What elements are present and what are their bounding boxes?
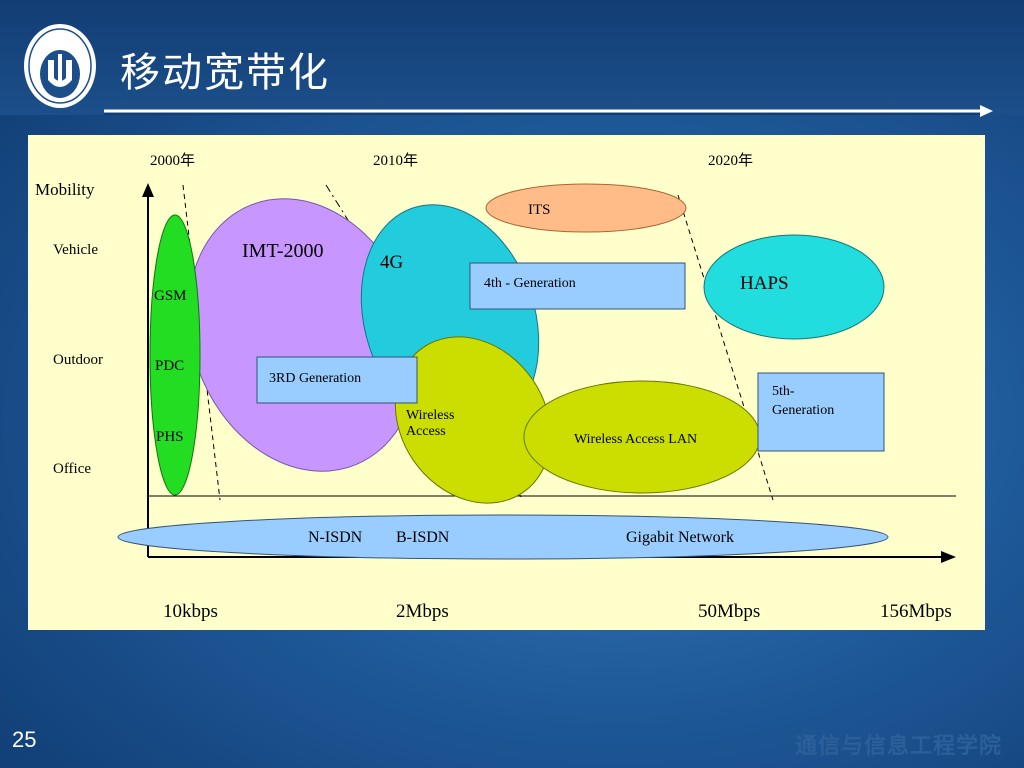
slide-title: 移动宽带化: [120, 50, 330, 96]
label-gsm: GSM: [154, 288, 187, 304]
university-logo: [22, 22, 98, 110]
y-axis-label: Mobility: [35, 180, 95, 199]
label-n-isdn: N-ISDN: [308, 529, 363, 546]
footer-organization: 通信与信息工程学院: [794, 734, 1002, 759]
header-band: [0, 0, 1024, 115]
label-5th-generation-2: Generation: [772, 403, 834, 418]
label-4g: 4G: [380, 252, 404, 273]
year-label-2010: 2010年: [373, 152, 418, 169]
x-tick-10kbps: 10kbps: [163, 601, 218, 622]
network-region: [117, 514, 889, 560]
y-level-outdoor: Outdoor: [53, 352, 103, 368]
year-label-2020: 2020年: [708, 152, 753, 169]
haps-region: [703, 234, 885, 340]
label-5th-generation-1: 5th-: [772, 384, 795, 399]
label-imt2000: IMT-2000: [242, 240, 323, 262]
mobile-broadband-diagram: 2000年 2010年 2020年 Mobility Vehicle Outdo…: [28, 135, 985, 630]
fourth-generation-box: [469, 262, 686, 310]
slide-number: 25: [12, 727, 37, 752]
label-3rd-generation: 3RD Generation: [269, 371, 361, 386]
its-region: [485, 183, 687, 233]
x-axis-arrow: [941, 551, 956, 563]
fifth-generation-box: [757, 372, 885, 452]
gsm-pdc-phs-region: [149, 214, 201, 496]
x-tick-2mbps: 2Mbps: [396, 601, 449, 622]
year-label-2000: 2000年: [150, 152, 195, 169]
x-tick-50mbps: 50Mbps: [698, 601, 760, 622]
y-level-office: Office: [53, 461, 91, 477]
label-4th-generation: 4th - Generation: [484, 276, 576, 291]
y-axis-arrow: [142, 183, 154, 197]
year-divider-2000: [182, 184, 221, 501]
third-generation-box: [256, 356, 418, 404]
label-wireless-access-2: Access: [406, 424, 446, 439]
label-haps: HAPS: [740, 273, 789, 294]
label-its: ITS: [528, 202, 551, 218]
title-rule-arrow: [104, 105, 993, 117]
label-wlan: Wireless Access LAN: [574, 432, 697, 447]
label-b-isdn: B-ISDN: [396, 529, 450, 546]
label-phs: PHS: [156, 429, 184, 445]
x-tick-156mbps: 156Mbps: [880, 601, 952, 622]
label-gigabit-network: Gigabit Network: [626, 529, 734, 546]
wireless-access-region: [394, 336, 552, 504]
label-wireless-access-1: Wireless: [406, 408, 454, 423]
y-level-vehicle: Vehicle: [53, 242, 98, 258]
label-pdc: PDC: [155, 358, 184, 374]
